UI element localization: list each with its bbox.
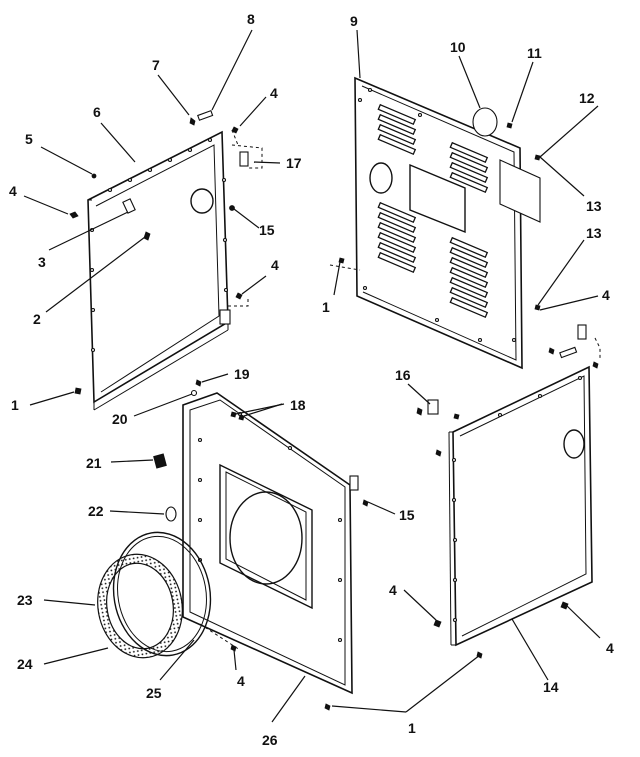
callout-leaders xyxy=(23,29,601,723)
screw-18b xyxy=(238,414,245,421)
screw-13b xyxy=(534,304,541,311)
screw-1b xyxy=(338,257,345,264)
callout-1: 1 xyxy=(322,299,330,315)
callout-9: 9 xyxy=(350,13,358,29)
callout-14: 14 xyxy=(543,679,559,695)
door-opening xyxy=(219,463,313,610)
callout-8: 8 xyxy=(247,11,255,27)
screw-15b xyxy=(362,499,369,507)
callout-16: 16 xyxy=(395,367,411,383)
callout-24: 24 xyxy=(17,656,33,672)
grommet-10 xyxy=(472,107,498,137)
callout-20: 20 xyxy=(112,411,128,427)
screw-15a xyxy=(229,205,235,211)
callout-4: 4 xyxy=(389,582,397,598)
screw-7 xyxy=(189,117,196,126)
screw-4a xyxy=(231,126,239,134)
seal-25 xyxy=(112,531,212,657)
screw-19 xyxy=(195,379,202,387)
door-ring-assembly xyxy=(97,531,212,659)
callout-4: 4 xyxy=(606,640,614,656)
screw-5 xyxy=(91,173,97,179)
callout-13: 13 xyxy=(586,225,602,241)
clip-17 xyxy=(239,151,249,167)
callout-7: 7 xyxy=(152,57,160,73)
left-panel-hardware xyxy=(69,110,263,395)
screw-4b xyxy=(235,292,243,300)
right-side-panel xyxy=(416,324,601,659)
bumper-22 xyxy=(165,506,177,522)
callout-2: 2 xyxy=(33,311,41,327)
callout-labels: 8 9 10 11 7 4 6 5 12 17 4 13 15 3 13 4 2… xyxy=(9,11,614,748)
callout-3: 3 xyxy=(38,254,46,270)
callout-23: 23 xyxy=(17,592,33,608)
callout-5: 5 xyxy=(25,131,33,147)
washer-20 xyxy=(190,389,198,397)
callout-13: 13 xyxy=(586,198,602,214)
callout-18: 18 xyxy=(290,397,306,413)
screw-18a xyxy=(230,411,237,418)
screw-4e xyxy=(230,644,237,652)
screw-4c xyxy=(69,211,79,219)
callout-11: 11 xyxy=(527,45,542,61)
bracket-21 xyxy=(153,453,167,469)
callout-15: 15 xyxy=(399,507,415,523)
strip-8 xyxy=(197,110,214,121)
callout-1: 1 xyxy=(11,397,19,413)
screw-11 xyxy=(506,122,513,129)
callout-15: 15 xyxy=(259,222,275,238)
screw-4f xyxy=(433,619,442,628)
rear-panel xyxy=(329,76,541,370)
clip-16 xyxy=(427,399,439,415)
callout-17: 17 xyxy=(286,155,302,171)
front-panel xyxy=(153,379,369,711)
screw-4g xyxy=(560,601,569,610)
callout-10: 10 xyxy=(450,39,466,55)
cover-plate-12 xyxy=(499,159,541,223)
callout-26: 26 xyxy=(262,732,278,748)
callout-1: 1 xyxy=(408,720,416,736)
rear-vent-hole-a xyxy=(369,162,393,194)
screw-1c xyxy=(324,703,331,711)
rear-vent-slots xyxy=(377,103,489,319)
callout-21: 21 xyxy=(86,455,102,471)
callout-4: 4 xyxy=(270,85,278,101)
callout-12: 12 xyxy=(579,90,595,106)
screw-2 xyxy=(143,231,151,241)
callout-4: 4 xyxy=(237,673,245,689)
left-side-panel xyxy=(87,130,231,411)
callout-22: 22 xyxy=(88,503,104,519)
screw-1a xyxy=(74,387,82,395)
callout-4: 4 xyxy=(271,257,279,273)
clip-3 xyxy=(122,198,136,214)
door-circle-opening xyxy=(229,491,303,585)
callout-19: 19 xyxy=(234,366,250,382)
access-opening xyxy=(409,163,466,234)
callout-4: 4 xyxy=(602,287,610,303)
callout-4: 4 xyxy=(9,183,17,199)
side-vent-hole xyxy=(190,188,214,214)
callout-25: 25 xyxy=(146,685,162,701)
screw-13a xyxy=(534,154,541,161)
right-vent-hole xyxy=(563,429,585,459)
callout-6: 6 xyxy=(93,104,101,120)
